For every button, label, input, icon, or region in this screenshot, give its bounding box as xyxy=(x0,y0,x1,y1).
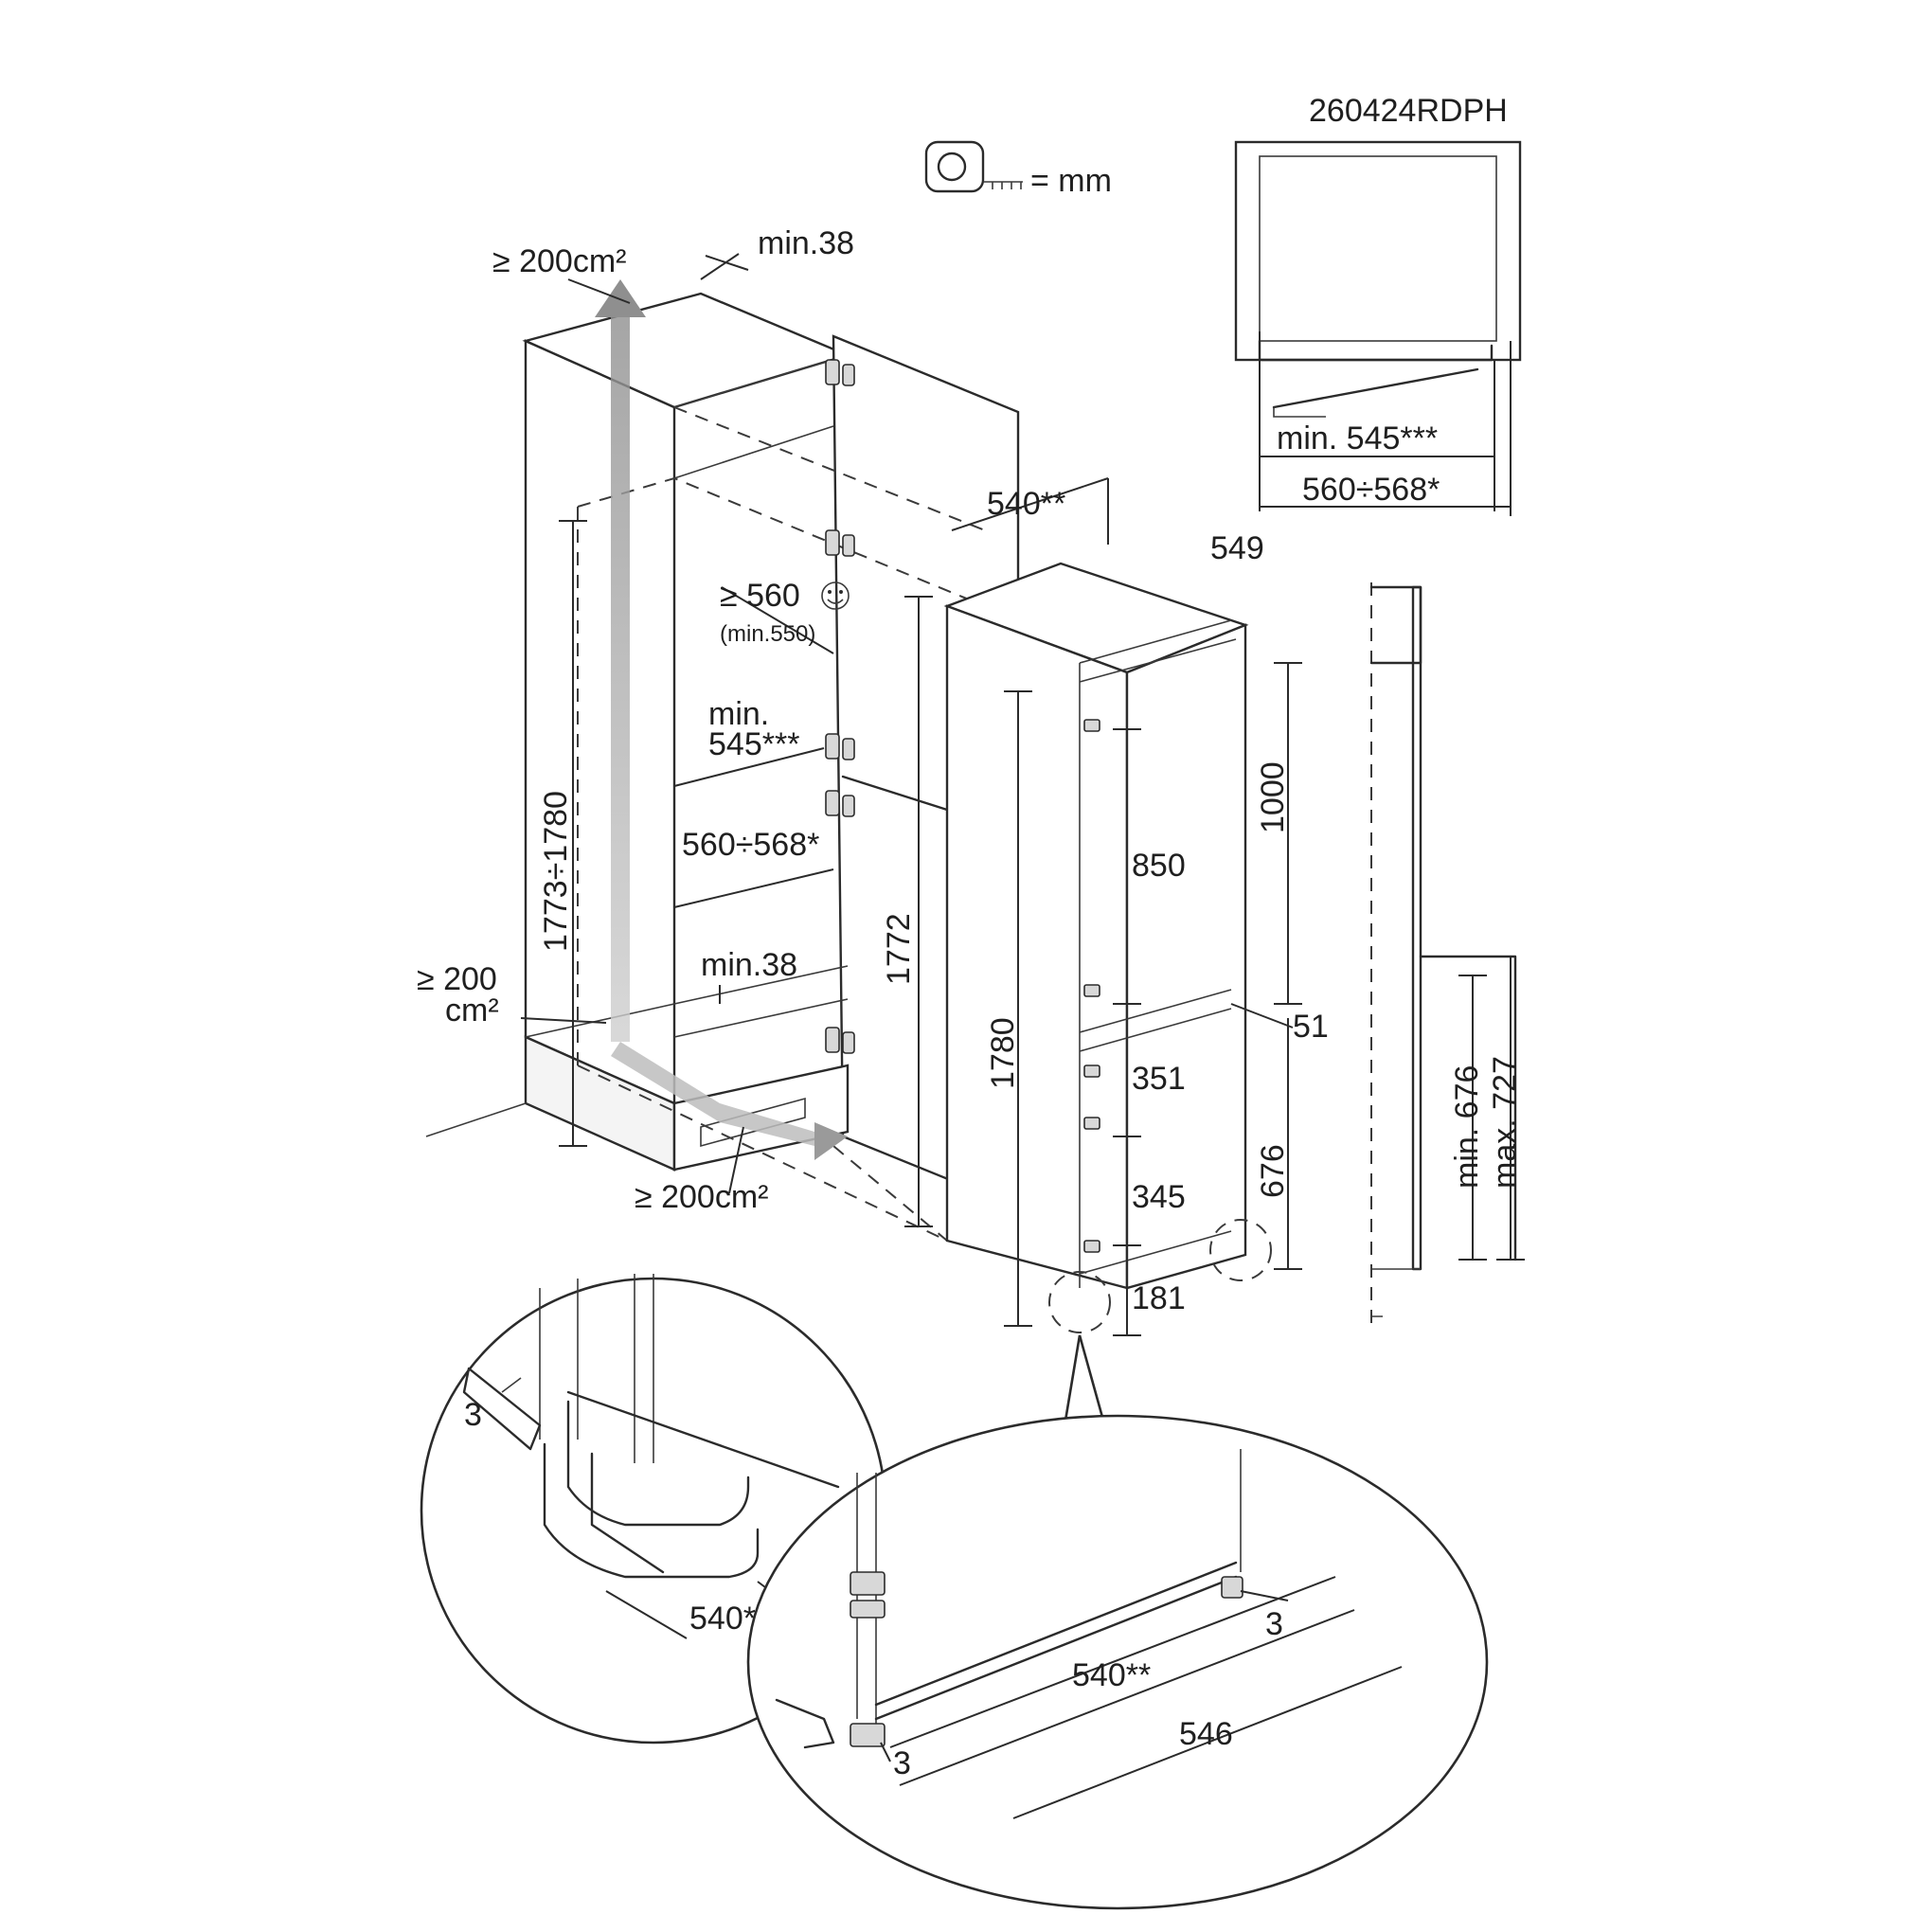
dim-549: 549 xyxy=(1210,530,1264,566)
plan-appliance xyxy=(1259,155,1497,342)
detail-marker-left xyxy=(1048,1271,1111,1333)
dim-540-top: 540** xyxy=(987,486,1065,522)
plan-view-top: 260424RDPH min. 545*** 560÷568* xyxy=(1234,93,1522,516)
detail-marker-right xyxy=(1209,1219,1272,1281)
plan-door-swing xyxy=(1272,367,1479,409)
plan-min-545: min. 545*** xyxy=(1277,420,1438,456)
model-code: 260424RDPH xyxy=(1309,93,1508,129)
detail-right-3a: 3 xyxy=(1265,1606,1283,1642)
appliance xyxy=(943,562,1272,1333)
plan-niche xyxy=(1234,140,1522,362)
plan-560-568: 560÷568* xyxy=(1302,472,1440,508)
detail-right-3b: 3 xyxy=(893,1745,911,1781)
dim-1772: 1772 xyxy=(881,913,917,985)
min38-top-label: min.38 xyxy=(758,225,854,261)
vent-top-label: ≥ 200cm² xyxy=(492,243,626,279)
width-560-568: 560÷568* xyxy=(682,827,819,863)
tape-measure-icon xyxy=(924,140,1023,193)
unit-legend: = mm xyxy=(924,140,1112,199)
detail-ellipse-right: 3 540** 546 3 xyxy=(746,1334,1489,1910)
cabinet-dimensions: 1773÷1780 1772 ≥ 200cm² min.38 540** 549… xyxy=(417,225,1264,1227)
dim-1000: 1000 xyxy=(1255,761,1291,833)
dim-51: 51 xyxy=(1293,1009,1329,1045)
dim-1773-1780: 1773÷1780 xyxy=(538,791,574,952)
dim-181: 181 xyxy=(1132,1280,1186,1316)
airflow-arrows xyxy=(595,279,848,1160)
min-545-line1: min. xyxy=(708,696,769,732)
appliance-dimensions: 1780 850 351 345 181 1000 51 676 xyxy=(985,662,1329,1336)
depth-560-label: ≥ 560 xyxy=(720,578,800,614)
smiley-icon xyxy=(821,581,850,610)
dim-351: 351 xyxy=(1132,1061,1186,1097)
unit-label: = mm xyxy=(1030,163,1112,199)
airflow-up-arrow-icon xyxy=(595,279,646,317)
detail-right-546: 546 xyxy=(1179,1716,1233,1752)
min-545-line2: 545*** xyxy=(708,726,799,762)
detail-right-540: 540** xyxy=(1072,1657,1151,1693)
detail-left-3: 3 xyxy=(464,1397,482,1433)
min38-bottom-label: min.38 xyxy=(701,947,797,983)
depth-min550-label: (min.550) xyxy=(720,621,815,647)
dim-850: 850 xyxy=(1132,848,1186,884)
vent-left-line2: cm² xyxy=(445,993,499,1029)
dim-1780: 1780 xyxy=(985,1017,1021,1089)
side-max-727: max. 727 xyxy=(1487,1056,1523,1189)
vent-left-line1: ≥ 200 xyxy=(417,961,497,997)
dim-676: 676 xyxy=(1255,1144,1291,1198)
cabinet-left-panel xyxy=(524,339,676,1105)
cabinet-niche xyxy=(425,292,1020,1242)
airflow-in-arrow-icon xyxy=(814,1122,848,1160)
dim-345: 345 xyxy=(1132,1179,1186,1215)
side-section: min. 676 max. 727 xyxy=(1369,582,1525,1326)
vent-bottom-label: ≥ 200cm² xyxy=(635,1179,768,1215)
appliance-left-side xyxy=(945,604,1129,1290)
side-min-676: min. 676 xyxy=(1449,1065,1485,1189)
plan-handle xyxy=(1273,407,1326,418)
